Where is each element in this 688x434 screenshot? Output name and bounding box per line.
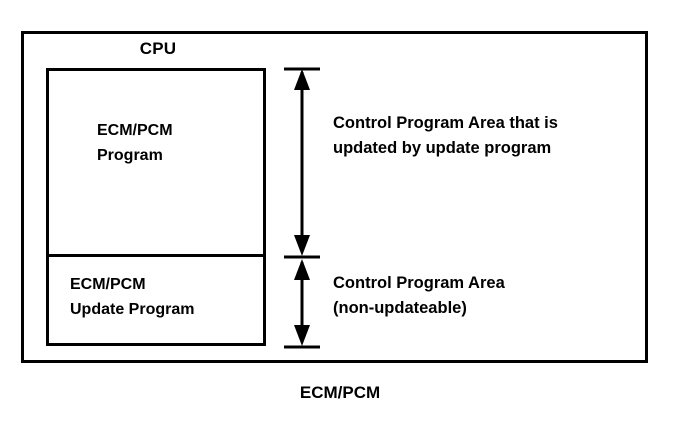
diagram-bottom-caption: ECM/PCM [299,383,381,402]
upper-span-arrowhead-up-icon [294,69,310,90]
cpu-label: CPU [139,39,177,58]
dimension-arrows-group [284,67,320,349]
memory-section-label-update-program: ECM/PCM Update Program [70,276,195,318]
annotation-non-updateable-area: Control Program Area (non-updateable) [333,274,505,317]
memory-section-label-program: ECM/PCM Program [97,122,173,164]
upper-span-arrowhead-down-icon [294,235,310,256]
annotation-updateable-area: Control Program Area that is updated by … [333,114,558,157]
memory-map-box [46,68,266,346]
memory-section-divider [46,254,266,257]
lower-span-arrowhead-down-icon [294,325,310,346]
